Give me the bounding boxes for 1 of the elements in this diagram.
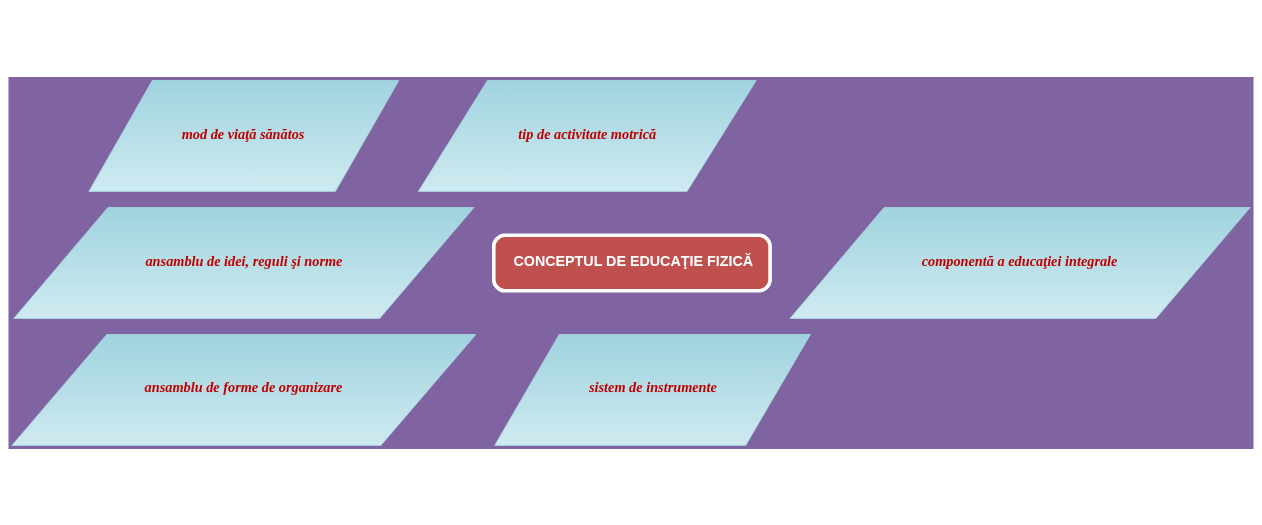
node-box: CONCEPTUL DE EDUCAŢIE FIZICĂ — [491, 233, 772, 292]
